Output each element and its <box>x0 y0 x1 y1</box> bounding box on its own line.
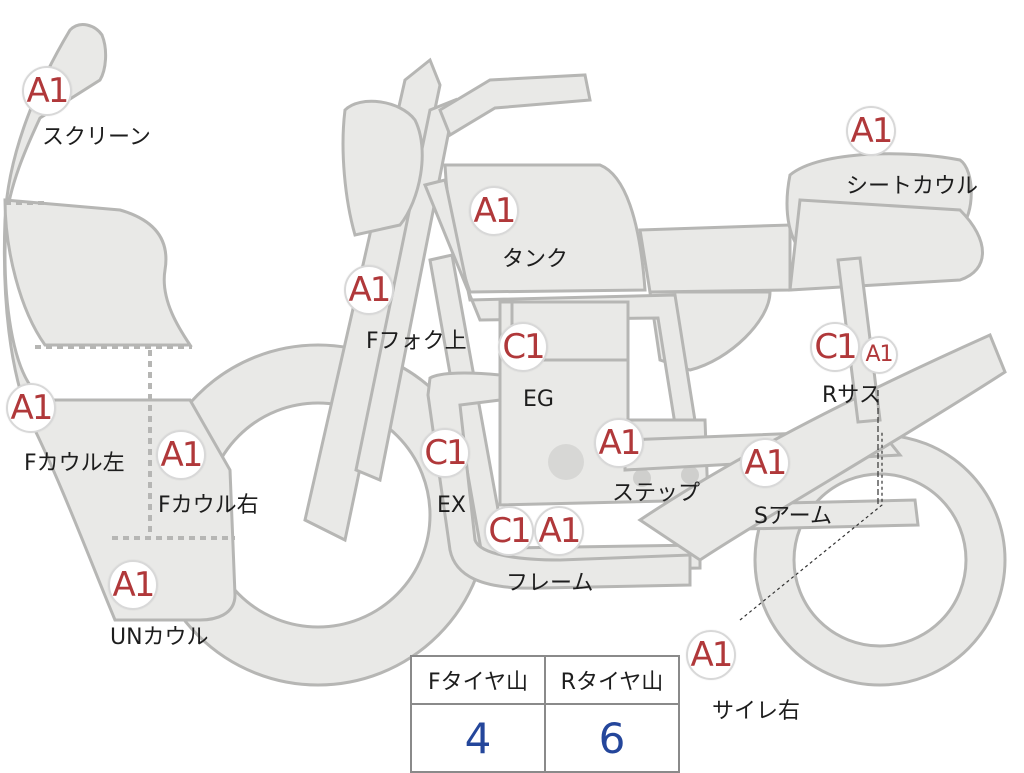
step-label: ステップ <box>612 481 701 506</box>
seat <box>638 223 792 294</box>
r-suspension-grade-badge: C1 <box>810 322 860 372</box>
engine-label: EG <box>523 387 554 412</box>
tank-grade-badge: A1 <box>469 186 519 236</box>
swing-arm-label: Sアーム <box>754 504 832 529</box>
r-suspension-label: Rサス <box>822 383 881 408</box>
screen-grade-badge: A1 <box>22 66 72 116</box>
frame-label: フレーム <box>506 571 594 596</box>
frame-grade-badge-2: A1 <box>534 506 584 556</box>
headlight <box>341 99 424 237</box>
exhaust-grade-badge: C1 <box>420 428 470 478</box>
rear-tread-header: Rタイヤ山 <box>544 655 680 705</box>
silencer-right-grade-badge: A1 <box>686 630 736 680</box>
exhaust-label: EX <box>437 493 466 518</box>
f-fork-upper-grade-badge: A1 <box>344 265 394 315</box>
front-tread-header: Fタイヤ山 <box>410 655 546 705</box>
tire-tread-table: Fタイヤ山 Rタイヤ山 4 6 <box>410 655 680 773</box>
screen-label: スクリーン <box>42 125 151 150</box>
f-cowl-right-grade-badge: A1 <box>156 430 206 480</box>
rear-tread-value: 6 <box>544 703 680 773</box>
silencer-right-label: サイレ右 <box>712 699 801 724</box>
step-grade-badge: A1 <box>594 418 644 468</box>
handlebar <box>438 73 592 138</box>
exhaust-pipe <box>426 371 692 590</box>
engine-grade-badge: C1 <box>498 322 548 372</box>
frame-grade-badge: C1 <box>484 506 534 556</box>
seat-cowl-label: シートカウル <box>846 174 979 199</box>
f-fork-upper-label: Fフォク上 <box>366 329 467 354</box>
tank-label: タンク <box>502 247 569 272</box>
muffler <box>637 332 1007 562</box>
under-cowl-grade-badge: A1 <box>108 560 158 610</box>
seat-cowl-grade-badge: A1 <box>846 106 896 156</box>
r-suspension-grade-badge-2: A1 <box>860 336 898 374</box>
swing-arm-grade-badge: A1 <box>740 438 790 488</box>
front-tread-value: 4 <box>410 703 546 773</box>
f-cowl-right-label: Fカウル右 <box>158 493 259 518</box>
f-cowl-left-label: Fカウル左 <box>24 451 125 476</box>
under-cowl-label: UNカウル <box>110 625 209 650</box>
silencer-leader-line <box>739 430 883 621</box>
f-cowl-left-grade-badge: A1 <box>6 383 56 433</box>
